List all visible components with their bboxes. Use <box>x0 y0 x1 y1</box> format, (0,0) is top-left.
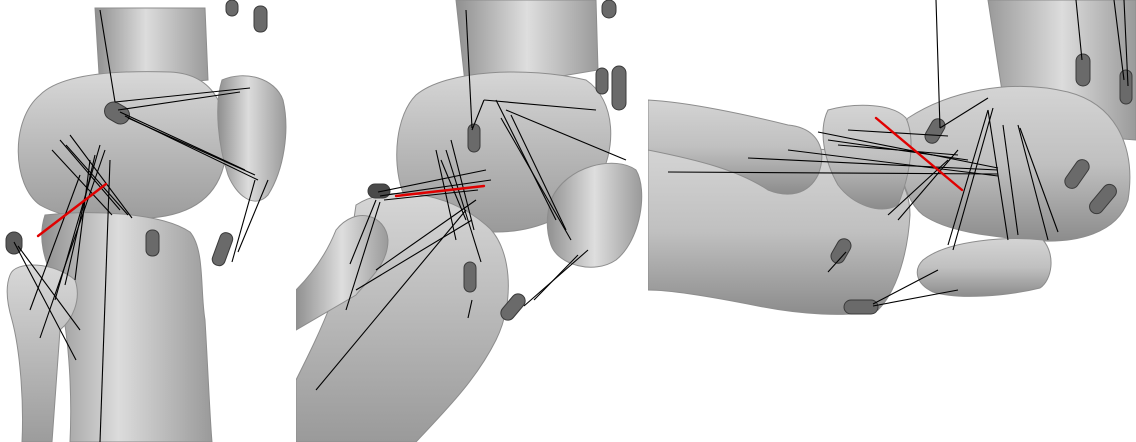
marker-a <box>226 0 238 16</box>
marker-b <box>254 6 267 32</box>
marker-c <box>612 66 626 110</box>
tibia <box>296 193 508 442</box>
femur-condyles <box>900 86 1130 241</box>
marker-g <box>368 184 390 198</box>
marker-b <box>596 68 608 94</box>
marker-d <box>468 124 480 152</box>
knee-render-1 <box>0 0 296 442</box>
marker-a <box>602 0 616 18</box>
marker-e <box>464 262 476 292</box>
knee-render-3 <box>648 0 1136 442</box>
patella <box>218 76 286 201</box>
fibula <box>7 265 77 442</box>
knee-render-2 <box>296 0 648 442</box>
marker-d <box>146 230 159 256</box>
marker-a <box>1076 54 1090 86</box>
knee-view-3 <box>648 0 1136 442</box>
marker-e <box>211 231 235 267</box>
marker-g <box>844 300 878 314</box>
knee-view-1 <box>0 0 296 442</box>
knee-view-2 <box>296 0 648 442</box>
marker-b <box>1120 70 1132 104</box>
patella <box>917 239 1051 297</box>
tibia <box>42 213 212 442</box>
